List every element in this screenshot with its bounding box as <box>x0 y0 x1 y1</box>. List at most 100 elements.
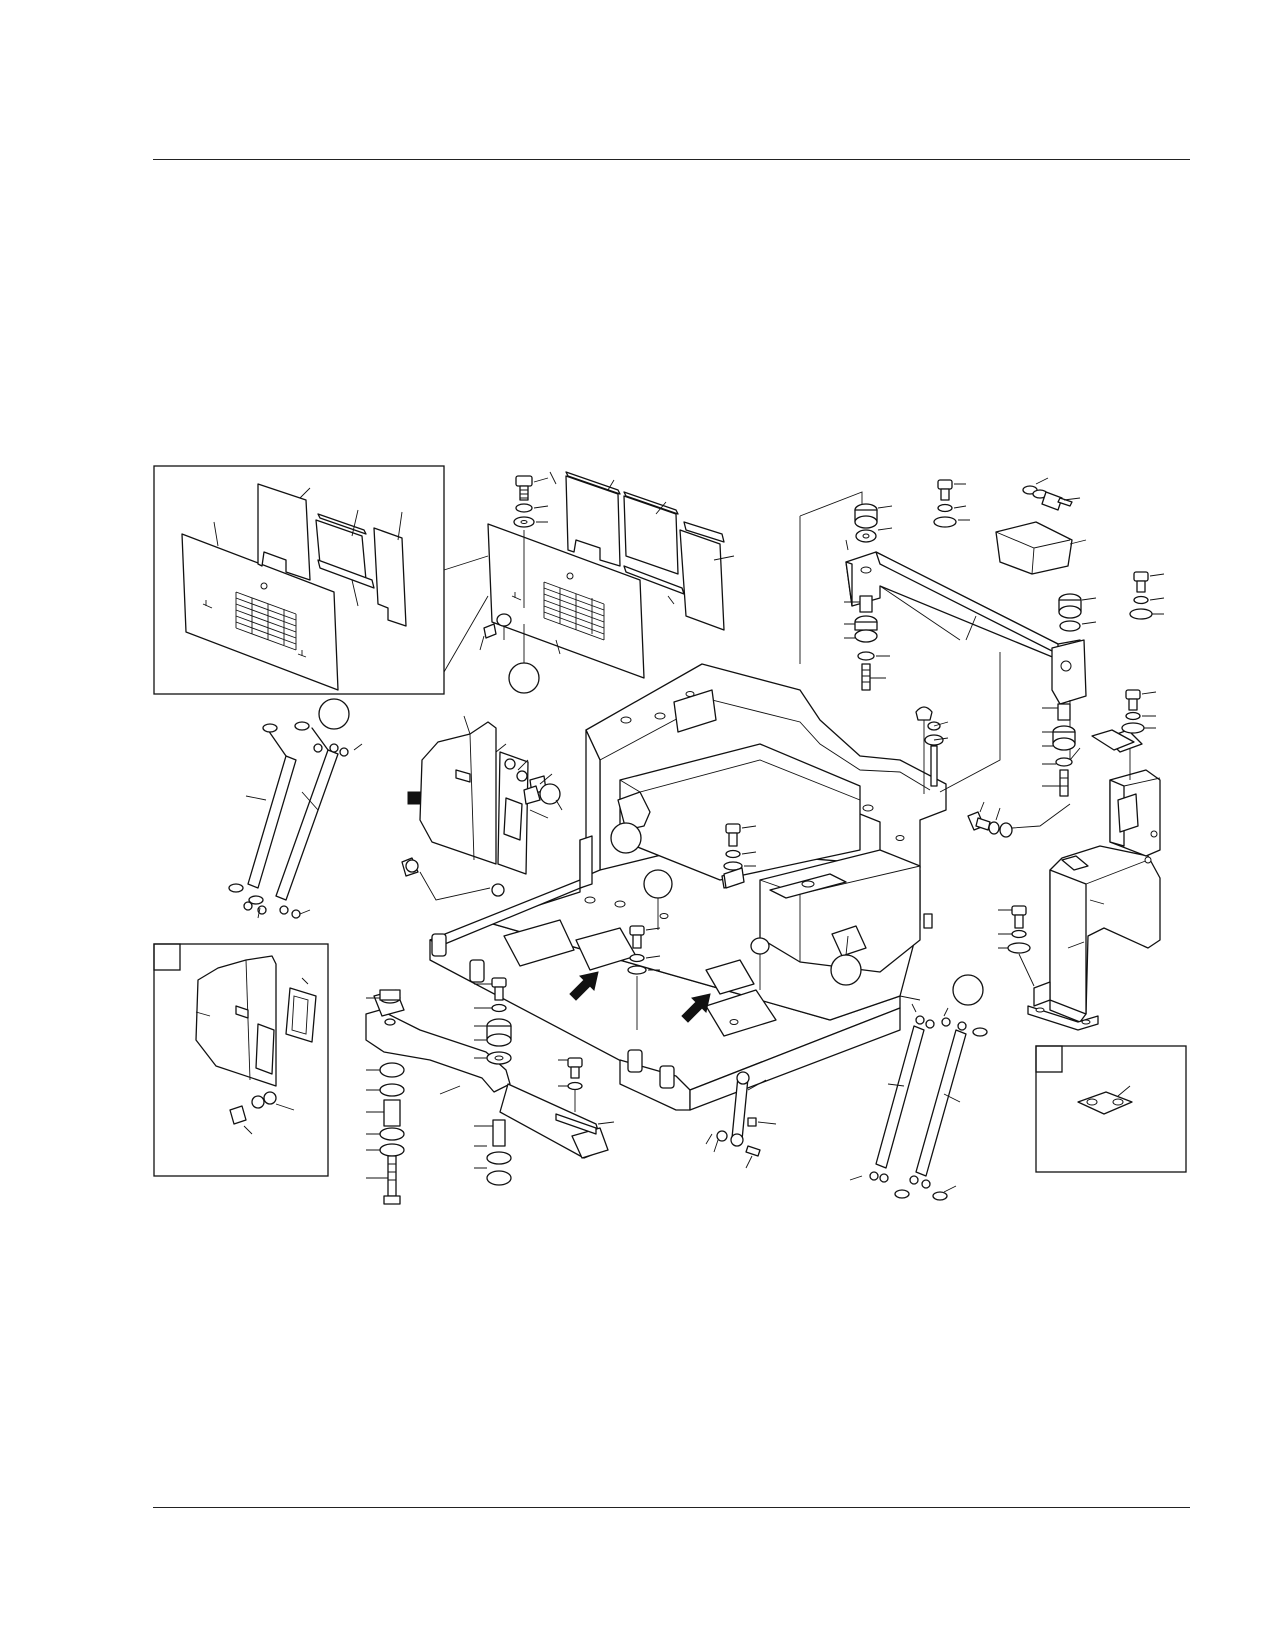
diagram-line <box>1041 491 1063 511</box>
diagram-line <box>923 720 949 794</box>
diagram-line <box>1059 620 1081 632</box>
diagram-line <box>520 520 528 524</box>
inset-connector <box>443 555 489 673</box>
inset-vent-grille <box>235 591 297 651</box>
diagram-line <box>723 867 745 889</box>
diagram-line <box>1136 580 1146 593</box>
rear-cross-member <box>844 503 1087 762</box>
diagram-line <box>1049 869 1087 1015</box>
diagram-line <box>503 797 523 841</box>
right-wall-knob <box>915 706 949 794</box>
diagram-line <box>584 896 596 904</box>
diagram-line <box>941 1017 951 1027</box>
diagram-line <box>953 483 970 521</box>
diagram-line <box>854 621 878 631</box>
diagram-line <box>930 745 938 787</box>
diagram-line <box>248 895 264 905</box>
diagram-line <box>474 983 493 1169</box>
diagram-line <box>353 743 363 751</box>
floor-hatch-left <box>503 919 575 967</box>
diagram-line <box>267 727 329 757</box>
diagram-line <box>741 825 757 867</box>
diagram-line <box>988 821 1000 835</box>
rear-upper-panel-a <box>565 475 621 567</box>
diagram-line <box>195 955 277 1087</box>
diagram-line <box>263 1091 277 1105</box>
diagram-line <box>486 1033 512 1047</box>
diagram-line <box>1060 660 1072 672</box>
diagram-line <box>725 849 741 859</box>
diagram-line <box>1141 691 1157 729</box>
diagram-line <box>716 1130 728 1142</box>
cross-member-end-bracket <box>1051 639 1087 705</box>
diagram-line <box>1117 793 1139 833</box>
diagram-line <box>388 1163 396 1181</box>
diagram-line <box>736 1071 750 1085</box>
cross-member-angle-bracket <box>995 477 1087 575</box>
diagram-line <box>1117 1085 1131 1097</box>
diagram-line <box>565 471 621 495</box>
diagram-line <box>1060 777 1068 787</box>
diagram-line <box>566 572 574 580</box>
rear-strip <box>623 565 685 595</box>
diagram-line <box>469 733 475 861</box>
diagram-line <box>998 909 1035 987</box>
mount-bolt-stack <box>555 1057 615 1135</box>
diagram-line <box>245 791 319 919</box>
diagram-line <box>523 785 541 805</box>
diagram-line <box>632 934 642 949</box>
inset-panel-mark <box>202 600 213 609</box>
diagram-line <box>728 832 738 847</box>
diagram-line <box>492 1119 506 1147</box>
pillar-panel <box>419 721 497 865</box>
diagram-line <box>1081 597 1097 625</box>
diagram-line <box>933 516 957 528</box>
diagram-line <box>494 1055 504 1061</box>
diagram-line <box>384 1018 396 1026</box>
diagram-line <box>1125 711 1141 721</box>
diagram-line <box>895 835 905 841</box>
rear-panel-assembly <box>479 471 735 679</box>
diagram-line <box>705 1079 777 1169</box>
diagram-line <box>623 491 679 515</box>
floor-hatch-right <box>705 989 777 1037</box>
diagram-line <box>235 591 297 651</box>
diagram-line <box>1052 737 1076 751</box>
diagram-line <box>1067 748 1131 949</box>
diagram-line <box>627 1049 643 1073</box>
diagram-line <box>854 629 878 643</box>
diagram-line <box>515 475 533 487</box>
diagram-line <box>469 959 485 983</box>
panel-detail-inset <box>153 465 445 695</box>
diagram-line <box>844 601 890 679</box>
diagram-line <box>291 909 301 919</box>
diagram-line <box>229 1105 247 1125</box>
inset-pad <box>285 987 317 1043</box>
diagram-line <box>379 1127 405 1141</box>
diagram-line <box>235 1005 249 1019</box>
diagram-line <box>1055 757 1073 767</box>
diagram-line <box>659 913 669 919</box>
mount-rail-left <box>365 1009 511 1093</box>
strut-right-b <box>915 1029 967 1177</box>
strut-left-b <box>275 749 339 901</box>
diagram-line <box>730 1133 744 1147</box>
diagram-line <box>387 1155 397 1197</box>
inset-tag-box <box>1035 1045 1063 1073</box>
diagram-line <box>579 835 593 889</box>
diagram-line <box>260 582 268 590</box>
diagram-line <box>383 1099 401 1127</box>
right-pillar-mount-stack <box>1042 689 1157 797</box>
diagram-line <box>1150 830 1158 838</box>
diagram-line <box>1085 859 1149 885</box>
callout-circle-icon <box>610 822 642 854</box>
diagram-line <box>862 533 870 539</box>
diagram-line <box>745 1145 761 1157</box>
frame-cover-plate <box>1091 729 1135 751</box>
diagram-line <box>558 1059 615 1125</box>
diagram-line <box>1125 689 1141 700</box>
rear-panel-bolt <box>513 475 549 608</box>
callout-circle-icon <box>643 869 673 899</box>
right-gas-struts <box>849 1003 988 1201</box>
